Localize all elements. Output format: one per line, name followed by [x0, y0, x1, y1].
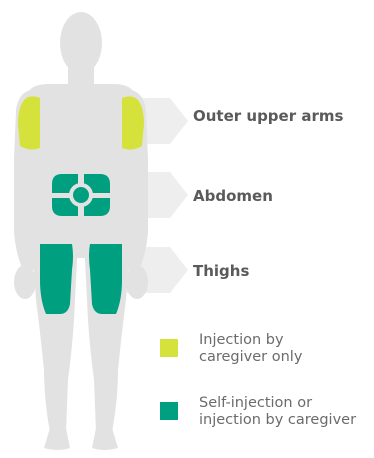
right-thigh-zone [89, 244, 122, 314]
left-thigh-zone [40, 244, 73, 314]
body-silhouette [14, 12, 148, 450]
legend-line: caregiver only [199, 349, 374, 366]
legend-swatch-self-or-caregiver [160, 402, 178, 420]
legend-text-self-or-caregiver: Self-injection or injection by caregiver [199, 395, 374, 429]
site-label-abdomen: Abdomen [193, 187, 273, 205]
site-label-arms: Outer upper arms [193, 107, 343, 125]
abdomen-zone [52, 174, 110, 216]
legend-line: Self-injection or [199, 395, 374, 412]
site-label-thighs: Thighs [193, 262, 249, 280]
legend-swatch-caregiver-only [160, 339, 178, 357]
legend-line: injection by caregiver [199, 412, 374, 429]
legend-text-caregiver-only: Injection by caregiver only [199, 332, 374, 366]
legend-line: Injection by [199, 332, 374, 349]
